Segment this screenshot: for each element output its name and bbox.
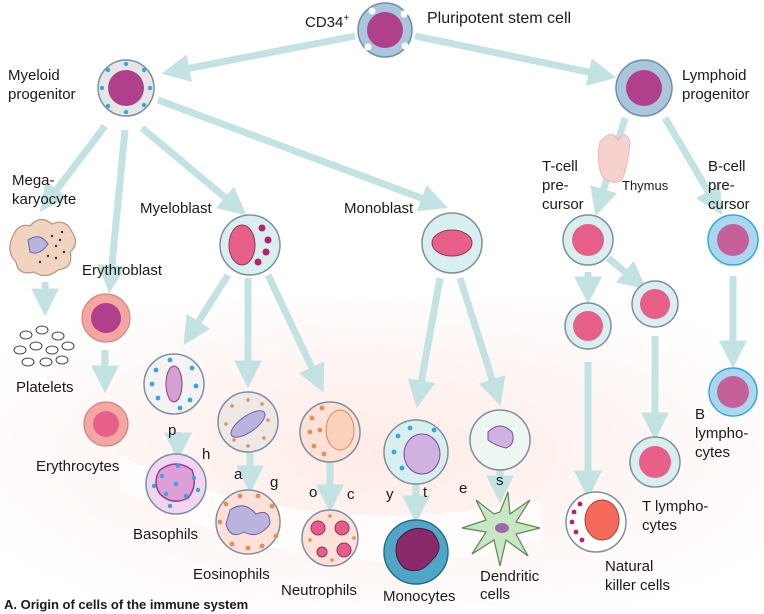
b-lymphocyte-cell [708, 367, 758, 417]
phagocytes-letter-2: h [202, 446, 211, 463]
natural-killer-cell [565, 491, 627, 553]
stem-cell [357, 2, 413, 58]
platelets-label: Platelets [16, 379, 74, 396]
b-cell-precursor-label-line3: cursor [708, 196, 750, 213]
myeloblast-label: Myeloblast [140, 200, 212, 217]
t-lymphocytes-label-line2: cytes [642, 517, 678, 534]
cd34-text: CD34 [305, 14, 344, 31]
t-lymphocyte-cell [629, 436, 681, 488]
lymphoid-label-line1: Lymphoid [682, 67, 747, 84]
thymus-label: Thymus [622, 178, 669, 193]
phagocytes-letter-8: t [423, 484, 428, 501]
eosinophils-label: Eosinophils [193, 566, 270, 583]
phagocytes-letter-7: y [386, 486, 394, 503]
eosinophil-cell [215, 489, 281, 555]
stem-cell-label: Pluripotent stem cell [427, 10, 572, 27]
phagocytes-letter-5: o [309, 484, 318, 501]
dendritic-label-line2: cells [480, 586, 511, 603]
t-cell-intermediate-left [564, 302, 612, 350]
phagocytes-letter-1: p [168, 422, 177, 439]
phagocytes-letter-10: s [496, 472, 504, 489]
bottom-caption: A. Origin of cells of the immune system [4, 597, 249, 612]
nk-label-line2: killer cells [605, 577, 671, 594]
phagocytes-letter-9: e [459, 480, 468, 497]
t-cell-precursor-label-line2: pre- [542, 177, 569, 194]
neutrophil-precursor-cell [299, 401, 361, 463]
b-cell-precursor-label-line2: pre- [708, 177, 735, 194]
monoblast-cell [421, 212, 483, 274]
b-lymphocytes-label-line3: cytes [695, 444, 731, 461]
erythroblast-label: Erythroblast [82, 262, 163, 279]
t-cell-intermediate-right [631, 280, 679, 328]
nk-label-line1: Natural [605, 558, 654, 575]
neutrophils-label: Neutrophils [281, 582, 357, 599]
t-lymphocytes-label-line1: T lympho- [642, 498, 709, 515]
t-cell-precursor-cell [562, 214, 614, 266]
lymphoid-label-line2: progenitor [682, 86, 750, 103]
phagocytes-letter-4: g [270, 474, 279, 491]
monocyte-cell [383, 519, 449, 585]
myeloblast-cell [219, 214, 281, 276]
megakaryocyte-label-line1: Mega- [12, 172, 55, 189]
lymphoid-progenitor-cell [615, 59, 673, 117]
b-lymphocytes-label-line2: lympho- [695, 425, 749, 442]
myeloid-label-line2: progenitor [8, 86, 76, 103]
myeloid-label-line1: Myeloid [8, 67, 60, 84]
phagocytes-letter-6: c [347, 486, 355, 503]
cd34-label: CD34+ [305, 10, 349, 32]
myeloid-progenitor-cell [97, 59, 155, 117]
neutrophil-cell [301, 509, 359, 567]
t-cell-precursor-label-line3: cursor [542, 196, 584, 213]
erythrocytes-label: Erythrocytes [36, 458, 120, 475]
eosinophil-precursor-cell [217, 391, 279, 453]
b-cell-precursor-label-line1: B-cell [708, 158, 746, 175]
erythrocyte-cell [83, 401, 129, 447]
b-cell-precursor-cell [707, 214, 759, 266]
monocyte-precursor-cell [383, 419, 449, 485]
phagocytes-letter-3: a [234, 466, 243, 483]
basophil-precursor-cell [143, 353, 205, 415]
dendritic-precursor-cell [469, 409, 531, 471]
platelets-cluster [13, 325, 75, 367]
monocytes-label: Monocytes [383, 588, 456, 605]
cd34-superscript: + [343, 13, 350, 24]
basophils-label: Basophils [133, 526, 199, 543]
monoblast-label: Monoblast [344, 200, 414, 217]
thymus-illustration [597, 134, 631, 183]
megakaryocyte-cell [9, 218, 77, 277]
t-cell-precursor-label-line1: T-cell [542, 158, 578, 175]
b-lymphocytes-label-line1: B [695, 406, 706, 423]
erythroblast-cell [81, 293, 131, 343]
megakaryocyte-label-line2: karyocyte [12, 191, 77, 208]
basophil-cell [145, 453, 207, 515]
dendritic-cell [461, 491, 541, 567]
dendritic-label-line1: Dendritic [480, 568, 540, 585]
